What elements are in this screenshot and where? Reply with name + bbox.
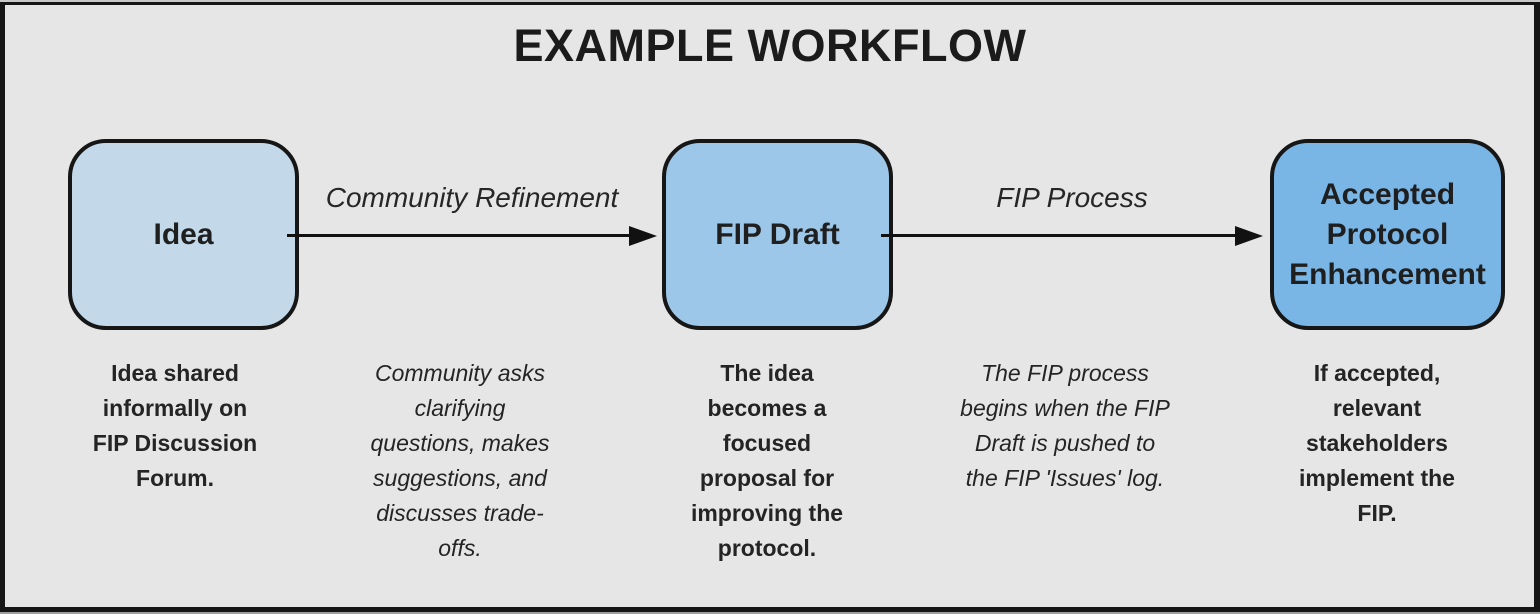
node-idea: Idea <box>68 139 299 330</box>
node-accepted-protocol-enhancement: Accepted Protocol Enhancement <box>1270 139 1505 330</box>
edge-fip-process: FIP Process <box>881 182 1263 246</box>
edge-community-refinement: Community Refinement <box>287 182 657 246</box>
edge-fip-process-label: FIP Process <box>996 182 1148 213</box>
node-fip-draft-label: FIP Draft <box>715 217 840 251</box>
arrow-line <box>287 234 637 237</box>
arrow-line <box>881 234 1243 237</box>
diagram-title: EXAMPLE WORKFLOW <box>513 20 1027 71</box>
top-hairline <box>0 0 1540 2</box>
edge-community-refinement-label: Community Refinement <box>325 182 619 213</box>
arrow-head-icon <box>1235 225 1263 246</box>
description-fip-process: The FIP process begins when the FIP Draf… <box>960 360 1170 491</box>
node-fip-draft: FIP Draft <box>662 139 893 330</box>
node-idea-label: Idea <box>153 217 214 251</box>
description-idea: Idea shared informally on FIP Discussion… <box>92 360 258 491</box>
description-community-refinement: Community asks clarifying questions, mak… <box>370 360 550 561</box>
description-accepted-protocol-enhancement: If accepted, relevant stakeholders imple… <box>1299 360 1455 526</box>
arrow-head-icon <box>629 225 657 246</box>
description-fip-draft: The idea becomes a focused proposal for … <box>690 360 844 561</box>
node-accepted-protocol-enhancement-label: Accepted Protocol Enhancement <box>1289 177 1486 291</box>
